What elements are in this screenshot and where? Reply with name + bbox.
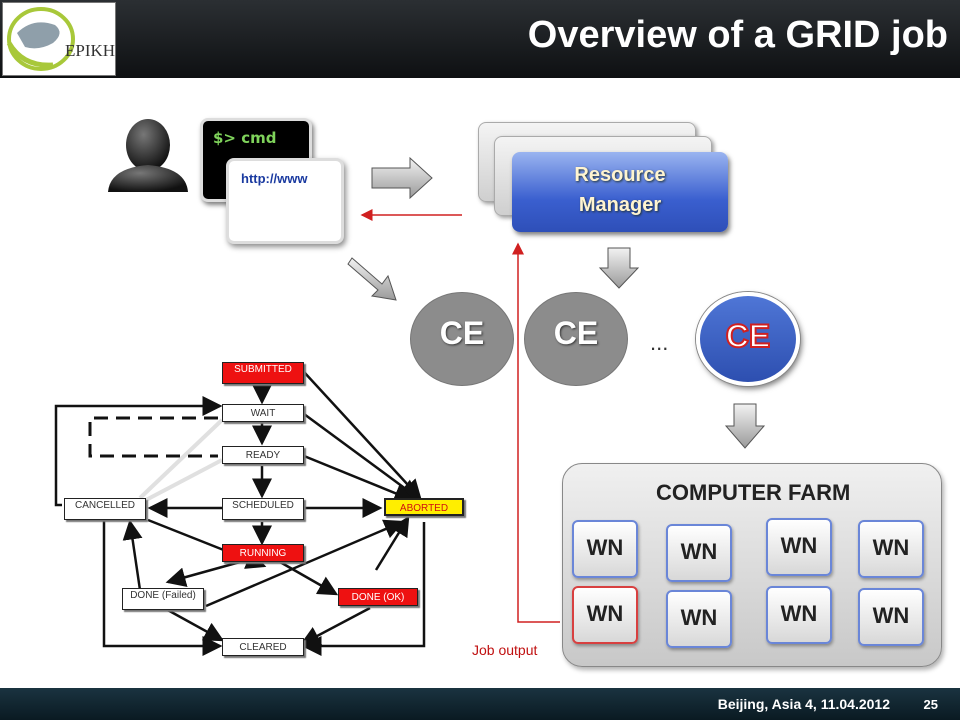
worker-node[interactable]: WN bbox=[572, 520, 638, 578]
page-number: 25 bbox=[923, 697, 938, 712]
ce-label: CE bbox=[725, 317, 771, 355]
worker-node[interactable]: WN bbox=[858, 588, 924, 646]
epikh-logo: EPIKH bbox=[2, 2, 116, 76]
state-submitted: SUBMITTED bbox=[222, 362, 304, 384]
worker-node[interactable]: WN bbox=[766, 518, 832, 576]
worker-node[interactable]: WN bbox=[666, 524, 732, 582]
page-title: Overview of a GRID job bbox=[527, 14, 948, 56]
slide-header: EPIKH Overview of a GRID job bbox=[0, 0, 960, 78]
wait-ready-loop bbox=[88, 416, 218, 458]
worker-node[interactable]: WN bbox=[858, 520, 924, 578]
ce-node[interactable]: CE bbox=[524, 292, 628, 386]
www-text: http://www bbox=[241, 171, 308, 186]
state-done-ok: DONE (OK) bbox=[338, 588, 418, 606]
state-scheduled: SCHEDULED bbox=[222, 498, 304, 520]
state-ready: READY bbox=[222, 446, 304, 464]
job-output-label: Job output bbox=[472, 642, 538, 658]
state-done-failed: DONE (Failed) bbox=[122, 588, 204, 610]
logo-text: EPIKH bbox=[65, 41, 116, 60]
ce-node[interactable]: CE bbox=[410, 292, 514, 386]
worker-node[interactable]: WN bbox=[766, 586, 832, 644]
job-output-arrow bbox=[512, 242, 560, 623]
worker-node-active[interactable]: WN bbox=[572, 586, 638, 644]
down-arrow-icon bbox=[598, 247, 640, 289]
computer-farm-title: COMPUTER FARM bbox=[656, 480, 851, 505]
rm-line-1: Resource bbox=[574, 164, 666, 186]
ce-node-selected[interactable]: CE bbox=[696, 292, 800, 386]
slide-footer: Beijing, Asia 4, 11.04.2012 25 bbox=[0, 688, 960, 720]
state-aborted: ABORTED bbox=[384, 498, 464, 516]
diagonal-arrow-icon bbox=[347, 257, 397, 301]
cancel-transitions bbox=[138, 418, 224, 502]
state-running: RUNNING bbox=[222, 544, 304, 562]
user-icon bbox=[108, 119, 188, 192]
ellipsis: ... bbox=[650, 330, 669, 355]
state-cleared: CLEARED bbox=[222, 638, 304, 656]
web-portal-card[interactable]: http://www bbox=[226, 158, 344, 244]
footer-location: Beijing, Asia 4, 11.04.2012 bbox=[717, 696, 890, 712]
globe-logo-icon bbox=[6, 7, 75, 71]
down-arrow-icon bbox=[724, 403, 766, 449]
rm-line-2: Manager bbox=[578, 194, 662, 216]
state-cancelled: CANCELLED bbox=[64, 498, 146, 520]
resource-manager-box[interactable]: Resource Manager bbox=[512, 152, 728, 232]
submit-arrow-icon bbox=[371, 156, 433, 200]
cmd-text: $> cmd bbox=[213, 129, 277, 147]
state-wait: WAIT bbox=[222, 404, 304, 422]
worker-node[interactable]: WN bbox=[666, 590, 732, 648]
